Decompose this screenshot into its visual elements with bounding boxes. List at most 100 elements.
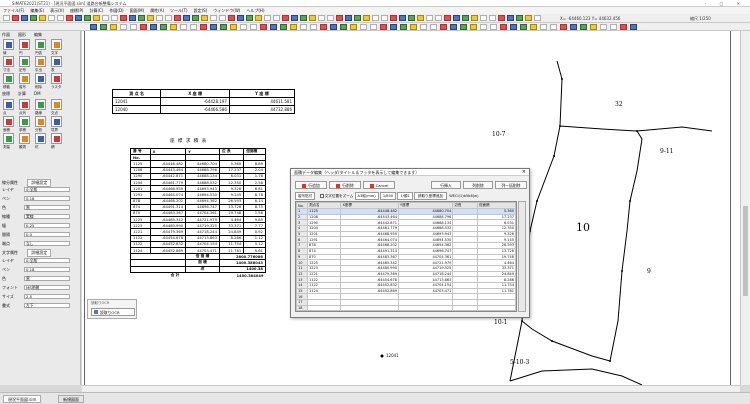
- grid-cell[interactable]: [452, 304, 479, 311]
- insert-row-button[interactable]: 行挿入: [431, 181, 461, 189]
- toolbar-button[interactable]: [111, 15, 118, 21]
- toolbar-button[interactable]: [138, 15, 145, 21]
- draw-tool-button[interactable]: [220, 24, 227, 30]
- palette-tool-button[interactable]: [51, 99, 62, 110]
- palette-tool-button[interactable]: [3, 99, 14, 110]
- draw-tool-button[interactable]: [470, 24, 477, 30]
- toolbar-button[interactable]: [300, 15, 307, 21]
- draw-tool-button[interactable]: [520, 24, 527, 30]
- draw-tool-button[interactable]: [610, 24, 617, 30]
- toolbar-button[interactable]: [372, 15, 379, 21]
- grid-cell[interactable]: [477, 304, 516, 311]
- palette-tool-button[interactable]: [35, 99, 46, 110]
- menu-item-2[interactable]: 表示(V): [50, 8, 64, 13]
- grid-cell[interactable]: [397, 293, 454, 300]
- toolbar-button[interactable]: [255, 15, 262, 21]
- draw-tool-button[interactable]: [430, 24, 437, 30]
- palette-tab-2[interactable]: 編集: [34, 32, 42, 37]
- ratio-select[interactable]: 1/800: [379, 192, 397, 200]
- toolbar-button[interactable]: [534, 15, 541, 21]
- property-value-field[interactable]: 0:全般: [24, 258, 70, 263]
- draw-tool-button[interactable]: [570, 24, 577, 30]
- draw-tool-button[interactable]: [340, 24, 347, 30]
- property-value-field[interactable]: なし: [24, 241, 70, 246]
- draw-tool-button[interactable]: [550, 24, 557, 30]
- toolbar-button[interactable]: [165, 15, 172, 21]
- grid-cell[interactable]: [477, 299, 516, 306]
- grid-cell[interactable]: 18: [296, 304, 308, 311]
- toolbar-button[interactable]: [147, 15, 154, 21]
- grid-cell[interactable]: 44703.471: [397, 287, 454, 295]
- draw-tool-button[interactable]: [380, 24, 387, 30]
- draw-tool-button[interactable]: [350, 24, 357, 30]
- toolbar-button[interactable]: [444, 15, 451, 21]
- menu-item-11[interactable]: ヘルプ(H): [246, 8, 265, 13]
- draw-tool-button[interactable]: [250, 24, 257, 30]
- horizontal-scrollbar[interactable]: [82, 385, 740, 392]
- toolbar-button[interactable]: [327, 15, 334, 21]
- draw-tool-button[interactable]: [130, 24, 137, 30]
- property-value-field[interactable]: 0.25: [24, 223, 70, 228]
- grid-cell[interactable]: 4.464: [477, 259, 516, 266]
- property-value-field[interactable]: 2.5: [24, 294, 70, 299]
- palette-tool-button[interactable]: [51, 116, 62, 127]
- toolbar-button[interactable]: [399, 15, 406, 21]
- draw-tool-button[interactable]: [500, 24, 507, 30]
- sequence-select[interactable]: 1/順1: [397, 192, 413, 200]
- palette-tool-button[interactable]: [35, 133, 46, 144]
- text-attr-detail-button[interactable]: 詳細設定: [27, 249, 52, 257]
- toolbar-button[interactable]: [30, 15, 37, 21]
- grid-cell[interactable]: 1223: [306, 264, 342, 272]
- draw-tool-button[interactable]: [260, 24, 267, 30]
- menu-item-10[interactable]: ウィンドウ(W): [213, 8, 241, 13]
- grid-cell[interactable]: 44704.361: [397, 253, 454, 261]
- vertical-scroll-thumb[interactable]: [743, 206, 748, 296]
- grid-header-cell[interactable]: 倍面積: [477, 202, 516, 209]
- draw-tool-button[interactable]: [150, 24, 157, 30]
- palette-tab-1[interactable]: 図形: [18, 32, 26, 37]
- grid-cell[interactable]: 1124: [306, 287, 342, 295]
- toolbar-button[interactable]: [525, 15, 532, 21]
- palette-tool-button[interactable]: [35, 56, 46, 67]
- draw-tool-button[interactable]: [540, 24, 547, 30]
- draw-tool-button[interactable]: [490, 24, 497, 30]
- grid-row[interactable]: 16: [296, 293, 516, 300]
- draw-tool-button[interactable]: [580, 24, 587, 30]
- toolbar-button[interactable]: [12, 15, 19, 21]
- toolbar-button[interactable]: [120, 15, 127, 21]
- grid-header-cell[interactable]: 測点名: [306, 202, 342, 209]
- toolbar-button[interactable]: [75, 15, 82, 21]
- menu-item-6[interactable]: 図面(M): [129, 8, 145, 13]
- property-value-field[interactable]: 0:全般: [24, 187, 70, 192]
- toolbar-button[interactable]: [210, 15, 217, 21]
- palette-tool-button[interactable]: [19, 116, 30, 127]
- grid-cell[interactable]: 44704.154: [397, 281, 454, 289]
- toolbar-button[interactable]: [435, 15, 442, 21]
- toolbar-button[interactable]: [201, 15, 208, 21]
- grid-row[interactable]: 17: [296, 299, 516, 306]
- toolbar-button[interactable]: [498, 15, 505, 21]
- toolbar-button[interactable]: [309, 15, 316, 21]
- draw-tool-button[interactable]: [110, 24, 117, 30]
- menu-item-9[interactable]: 設定(S): [193, 8, 208, 13]
- property-value-field[interactable]: 黒: [24, 205, 70, 210]
- draw-tool-button[interactable]: [180, 24, 187, 30]
- toolbar-button[interactable]: [480, 15, 487, 21]
- grid-cell[interactable]: 33.371: [477, 264, 516, 272]
- toolbar-button[interactable]: [489, 15, 496, 21]
- grid-cell[interactable]: [306, 293, 342, 300]
- bulk-delete-column-button[interactable]: 列一括削除: [495, 181, 527, 189]
- draw-tool-button[interactable]: [400, 24, 407, 30]
- draw-tool-button[interactable]: [230, 24, 237, 30]
- grid-header-cell[interactable]: Y座標: [397, 202, 454, 209]
- toolbar-button[interactable]: [336, 15, 343, 21]
- draw-tool-button[interactable]: [200, 24, 207, 30]
- grid-cell[interactable]: 1225: [306, 259, 342, 266]
